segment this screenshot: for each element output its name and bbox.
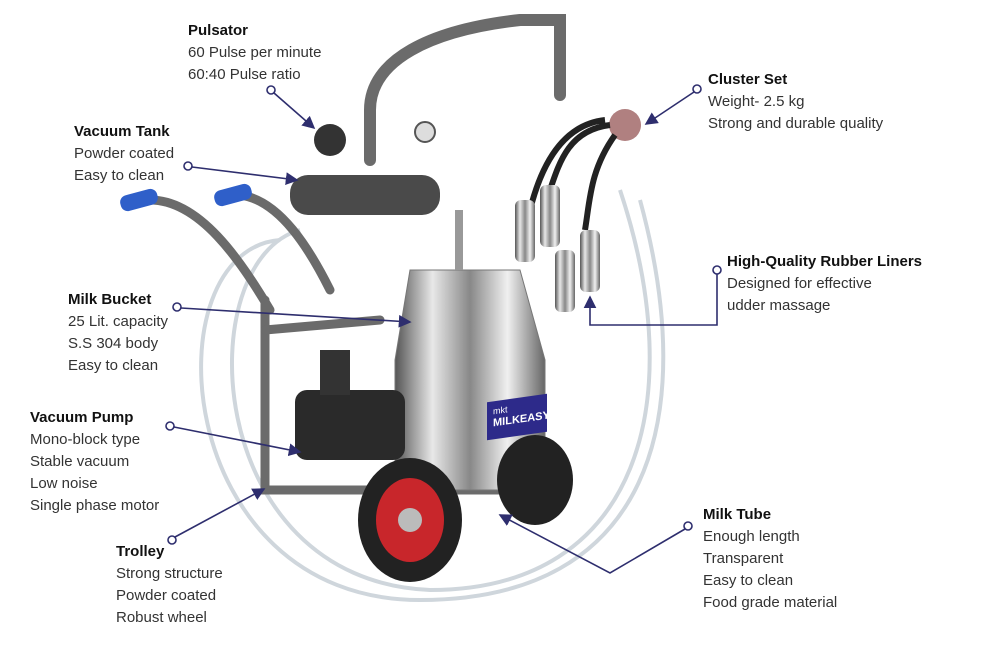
pulsator [314,124,346,156]
callout-vacuum-pump: Vacuum Pump Mono-block type Stable vacuu… [30,407,159,517]
callout-title: Pulsator [188,22,249,39]
teat-cup [580,230,600,292]
callout-milk-tube: Milk Tube Enough length Transparent Easy… [703,504,837,614]
handle-grip-left [120,188,158,212]
cluster-set [515,109,641,312]
callout-line: Mono-block type [30,431,141,448]
teat-cup [540,185,560,247]
callout-title: Milk Tube [703,506,772,523]
callout-line: Transparent [703,550,784,567]
cluster-hanger-arm [364,14,566,166]
callout-line: Powder coated [74,145,175,162]
callout-line: 25 Lit. capacity [68,313,169,330]
callout-cluster-set: Cluster Set Weight- 2.5 kg Strong and du… [708,69,883,135]
callout-line: 60 Pulse per minute [188,44,322,61]
milk-tube-loops [199,189,666,603]
callout-line: Single phase motor [30,497,160,514]
callout-line: Easy to clean [703,572,794,589]
teat-cup [515,200,535,262]
vacuum-gauge [414,121,436,143]
leader-lines [165,84,722,574]
callout-vacuum-tank: Vacuum Tank Powder coated Easy to clean [74,121,174,187]
brand-label-milk: MILK [493,413,520,430]
callout-rubber-liners: High-Quality Rubber Liners Designed for … [727,251,922,317]
callout-milk-bucket: Milk Bucket 25 Lit. capacity S.S 304 bod… [68,289,168,377]
callout-line: Stable vacuum [30,453,130,470]
callout-line: Designed for effective [727,275,872,292]
callout-line: Food grade material [703,594,838,611]
callout-line: Easy to clean [74,167,165,184]
callout-title: Milk Bucket [68,291,152,308]
vacuum-pump [295,390,405,460]
callout-line: Low noise [30,475,98,492]
callout-line: Strong structure [116,565,223,582]
callout-line: S.S 304 body [68,335,159,352]
callout-line: Robust wheel [116,609,207,626]
callout-line: Weight- 2.5 kg [708,93,805,110]
callout-line: 60:40 Pulse ratio [188,66,301,83]
callout-title: Cluster Set [708,71,788,88]
callout-line: Easy to clean [68,357,159,374]
callout-title: Trolley [116,543,165,560]
handle-grip-right [214,183,252,207]
callout-line: udder massage [727,297,831,314]
brand-label-easy: EASY [519,409,550,426]
callout-title: Vacuum Pump [30,409,134,426]
vacuum-tank [290,175,440,215]
callout-line: Enough length [703,528,800,545]
teat-cup [555,250,575,312]
callout-line: Strong and durable quality [708,115,884,132]
rear-wheel [497,435,573,525]
callout-pulsator: Pulsator 60 Pulse per minute 60:40 Pulse… [188,20,321,86]
callout-line: Powder coated [116,587,217,604]
callout-trolley: Trolley Strong structure Powder coated R… [116,541,223,629]
callout-title: High-Quality Rubber Liners [727,253,923,270]
callout-title: Vacuum Tank [74,123,170,140]
